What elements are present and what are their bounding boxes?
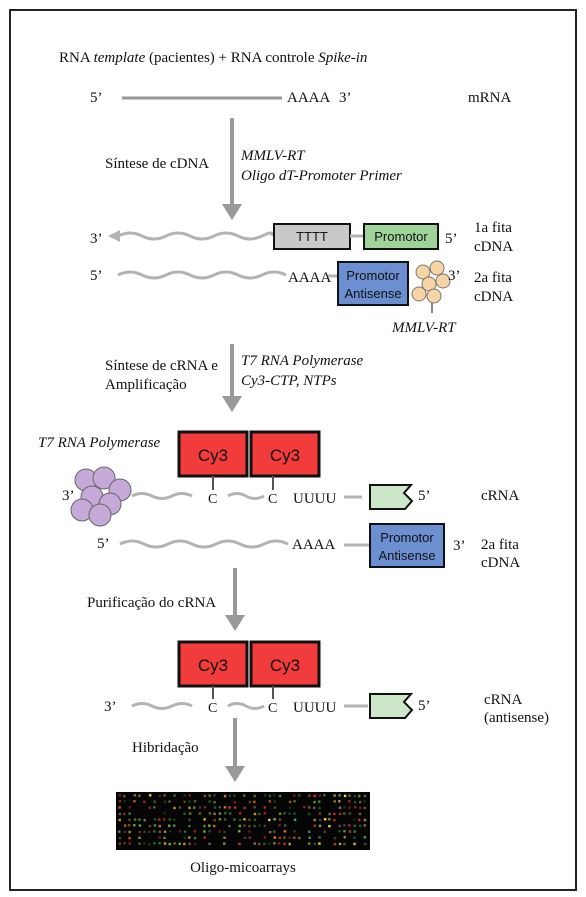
step4-label: Hibridação [132, 740, 199, 756]
microarray-caption: Oligo-micoarrays [190, 860, 296, 876]
second-strand-wave [118, 272, 286, 278]
cy3-dye-4-text: Cy3 [270, 656, 300, 675]
mmlv-rt-label: MMLV-RT [391, 320, 457, 336]
second-strand-b-wave [120, 541, 288, 547]
header-title: RNA template (pacientes) + RNA controle … [59, 50, 367, 66]
mrna-label: mRNA [468, 90, 512, 106]
first-strand-3prime: 3’ [90, 231, 103, 247]
crna-purified-wave-2 [228, 704, 264, 709]
crna-wave-2 [228, 494, 264, 499]
antisense-box-line-2: Antisense [344, 286, 401, 301]
crna-purified-poly-u: UUUU [293, 700, 336, 716]
second-strand-b-label-2: cDNA [481, 555, 520, 571]
step1-reagent-2: Oligo dT-Promoter Primer [241, 168, 402, 184]
mrna-3prime: 3’ [339, 90, 352, 106]
cy3-dye-1-text: Cy3 [198, 446, 228, 465]
crna-label: cRNA [481, 488, 519, 504]
mmlv-rt-enzyme-icon [412, 261, 450, 313]
crna-purified-c-1: C [208, 701, 217, 716]
crna-c-2: C [268, 492, 277, 507]
second-strand-poly-a: AAAA [288, 270, 331, 286]
crna-3prime: 3’ [62, 488, 75, 504]
second-strand-b-3prime: 3’ [453, 538, 466, 554]
down-arrow-4 [225, 718, 245, 782]
step2-label-1: Síntese de cRNA e [105, 358, 218, 374]
second-strand-label-1: 2a fita [474, 270, 512, 286]
second-strand-3prime: 3’ [448, 268, 461, 284]
antisense-box-line-1: Promotor [346, 268, 400, 283]
second-strand-b-5prime: 5’ [97, 536, 110, 552]
step3-label: Purificação do cRNA [87, 595, 216, 611]
second-strand-label-2: cDNA [474, 289, 513, 305]
antisense-box-b-line-1: Promotor [380, 530, 434, 545]
cy3-dye-3-text: Cy3 [198, 656, 228, 675]
crna-purified-label-1: cRNA [484, 692, 522, 708]
first-strand-label-2: cDNA [474, 239, 513, 255]
mrna-poly-a: AAAA [287, 90, 330, 106]
step2-label-2: Amplificação [105, 377, 187, 393]
first-strand-5prime: 5’ [445, 231, 458, 247]
step1-label: Síntese de cDNA [105, 156, 209, 172]
crna-purified-promoter-tag [370, 694, 412, 718]
crna-purified-3prime: 3’ [104, 699, 117, 715]
first-strand-wave [118, 233, 272, 239]
down-arrow-3 [225, 568, 245, 631]
crna-purified-label-2: (antisense) [484, 710, 549, 726]
cy3-dye-2-text: Cy3 [270, 446, 300, 465]
crna-promoter-tag [370, 485, 412, 509]
second-strand-b-label-1: 2a fita [481, 537, 519, 553]
step1-reagent-1: MMLV-RT [240, 148, 306, 164]
step2-reagent-1: T7 RNA Polymerase [241, 353, 364, 369]
crna-purified-wave-1 [132, 704, 192, 709]
step2-reagent-2: Cy3-CTP, NTPs [241, 373, 337, 389]
crna-5prime: 5’ [418, 488, 431, 504]
down-arrow-1 [222, 118, 242, 220]
crna-purified-5prime: 5’ [418, 698, 431, 714]
second-strand-b-poly-a: AAAA [292, 537, 335, 553]
down-arrow-2 [222, 344, 242, 412]
crna-purified-c-2: C [268, 701, 277, 716]
t7-polymerase-enzyme-icon [71, 467, 131, 526]
second-strand-5prime: 5’ [90, 268, 103, 284]
first-strand-label-1: 1a fita [474, 220, 512, 236]
crna-wave-1 [132, 494, 192, 499]
polyt-text: TTTT [296, 229, 328, 244]
t7-polymerase-label: T7 RNA Polymerase [38, 435, 161, 451]
antisense-box-b-line-2: Antisense [378, 548, 435, 563]
crna-poly-u: UUUU [293, 491, 336, 507]
promoter-text: Promotor [374, 229, 428, 244]
crna-c-1: C [208, 492, 217, 507]
mrna-5prime: 5’ [90, 90, 103, 106]
